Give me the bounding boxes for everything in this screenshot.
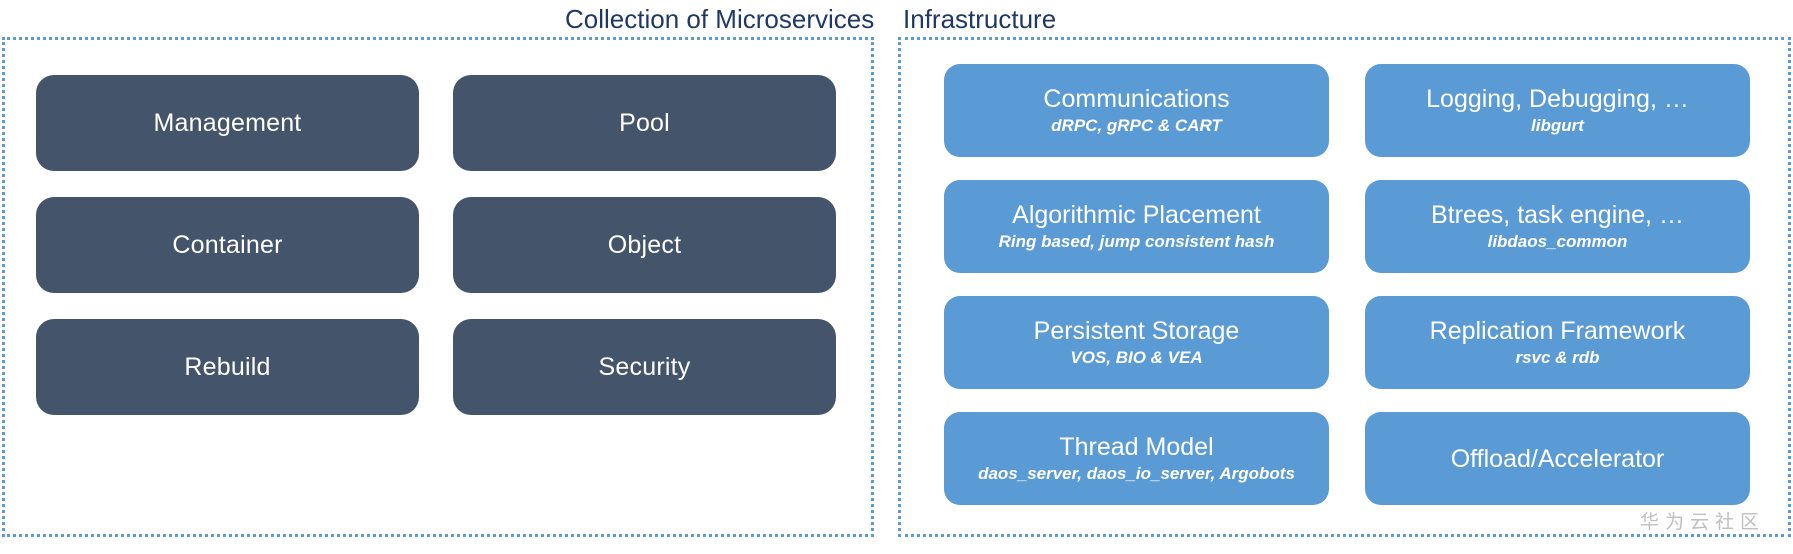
infrastructure-box-algorithmic-placement[interactable]: Algorithmic Placement Ring based, jump c… <box>944 180 1329 273</box>
infrastructure-box-replication-framework[interactable]: Replication Framework rsvc & rdb <box>1365 296 1750 389</box>
infrastructure-box-title: Thread Model <box>1059 433 1214 461</box>
infrastructure-box-thread-model[interactable]: Thread Model daos_server, daos_io_server… <box>944 412 1329 505</box>
infrastructure-box-title: Btrees, task engine, … <box>1431 201 1684 229</box>
infrastructure-box-subtitle: libdaos_common <box>1487 232 1628 251</box>
infrastructure-box-logging-debugging[interactable]: Logging, Debugging, … libgurt <box>1365 64 1750 157</box>
watermark: 华为云社区 <box>1639 511 1765 533</box>
microservice-box-object[interactable]: Object <box>453 197 836 293</box>
infrastructure-box-communications[interactable]: Communications dRPC, gRPC & CART <box>944 64 1329 157</box>
infrastructure-box-subtitle: VOS, BIO & VEA <box>1070 348 1203 367</box>
infrastructure-box-btrees-task-engine[interactable]: Btrees, task engine, … libdaos_common <box>1365 180 1750 273</box>
microservice-box-security[interactable]: Security <box>453 319 836 415</box>
microservices-panel-title: Collection of Microservices <box>565 4 875 34</box>
infrastructure-box-title: Logging, Debugging, … <box>1426 85 1689 113</box>
infrastructure-box-grid: Communications dRPC, gRPC & CART Logging… <box>944 64 1750 519</box>
infrastructure-box-persistent-storage[interactable]: Persistent Storage VOS, BIO & VEA <box>944 296 1329 389</box>
microservice-box-container[interactable]: Container <box>36 197 419 293</box>
infrastructure-box-title: Replication Framework <box>1429 317 1686 345</box>
infrastructure-box-title: Communications <box>1043 85 1230 113</box>
microservice-box-rebuild[interactable]: Rebuild <box>36 319 419 415</box>
infrastructure-box-subtitle: dRPC, gRPC & CART <box>1051 116 1222 135</box>
microservice-box-management[interactable]: Management <box>36 75 419 171</box>
infrastructure-box-subtitle: Ring based, jump consistent hash <box>998 232 1275 251</box>
infrastructure-box-title: Algorithmic Placement <box>1012 201 1261 229</box>
infrastructure-box-offload-accelerator[interactable]: Offload/Accelerator <box>1365 412 1750 505</box>
infrastructure-box-title: Offload/Accelerator <box>1450 444 1665 473</box>
infrastructure-box-subtitle: rsvc & rdb <box>1515 348 1600 367</box>
infrastructure-box-subtitle: libgurt <box>1531 116 1584 135</box>
microservice-box-pool[interactable]: Pool <box>453 75 836 171</box>
infrastructure-panel-title: Infrastructure <box>903 4 1057 34</box>
infrastructure-box-title: Persistent Storage <box>1033 317 1240 345</box>
microservices-box-grid: Management Pool Container Object Rebuild… <box>36 75 836 465</box>
infrastructure-box-subtitle: daos_server, daos_io_server, Argobots <box>978 464 1295 483</box>
